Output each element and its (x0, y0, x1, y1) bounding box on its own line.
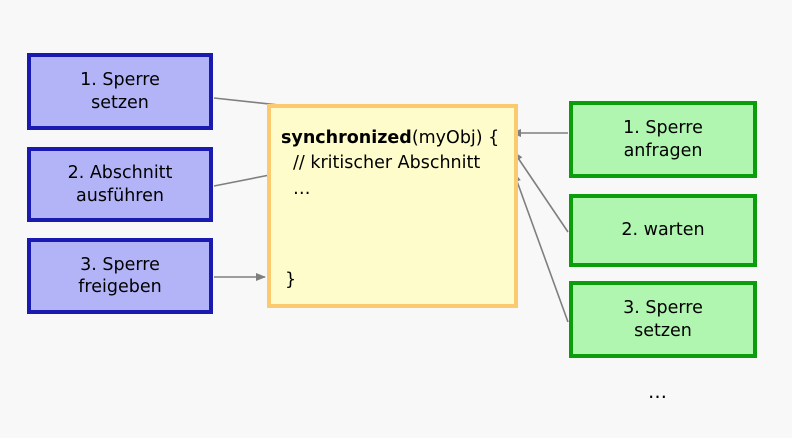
code-line-closing-brace: } (285, 270, 297, 290)
arrow-set-lock-to-code (513, 172, 569, 323)
step-box-lock-set[interactable]: 1. Sperre setzen (27, 53, 213, 130)
lock-box-request-lock-line1: 1. Sperre (623, 118, 703, 139)
lock-box-request-lock-line2: anfragen (623, 140, 703, 161)
step-box-lock-set-line2: setzen (91, 92, 149, 113)
keyword-synchronized: synchronized (281, 128, 412, 148)
lock-box-wait-line1: 2. warten (621, 220, 705, 241)
lock-box-set-lock-line1: 3. Sperre (623, 298, 703, 319)
lock-box-request-lock[interactable]: 1. Sperre anfragen (569, 101, 757, 178)
code-line-comment: // kritischer Abschnitt (293, 153, 481, 174)
step-box-execute-section[interactable]: 2. Abschnitt ausführen (27, 147, 213, 222)
code-line-synchronized-args: (myObj) { (411, 128, 500, 148)
step-box-lock-release[interactable]: 3. Sperre freigeben (27, 238, 213, 314)
arrow-wait-to-code (513, 151, 569, 233)
step-box-execute-section-line2: ausführen (76, 185, 164, 206)
synchronized-code-block[interactable]: synchronized(myObj) { // kritischer Absc… (267, 104, 518, 308)
code-line-synchronized: synchronized(myObj) { (281, 126, 514, 151)
step-box-lock-release-line1: 3. Sperre (80, 254, 160, 275)
step-box-lock-release-line2: freigeben (78, 277, 162, 297)
code-line-ellipsis: … (293, 178, 311, 199)
lock-box-set-lock[interactable]: 3. Sperre setzen (569, 281, 757, 358)
step-box-execute-section-line1: 2. Abschnitt (67, 163, 173, 184)
step-box-lock-set-line1: 1. Sperre (80, 70, 160, 91)
lock-box-set-lock-line2: setzen (634, 320, 692, 341)
lock-column-ellipsis: … (648, 381, 669, 403)
lock-box-wait[interactable]: 2. warten (569, 194, 757, 267)
